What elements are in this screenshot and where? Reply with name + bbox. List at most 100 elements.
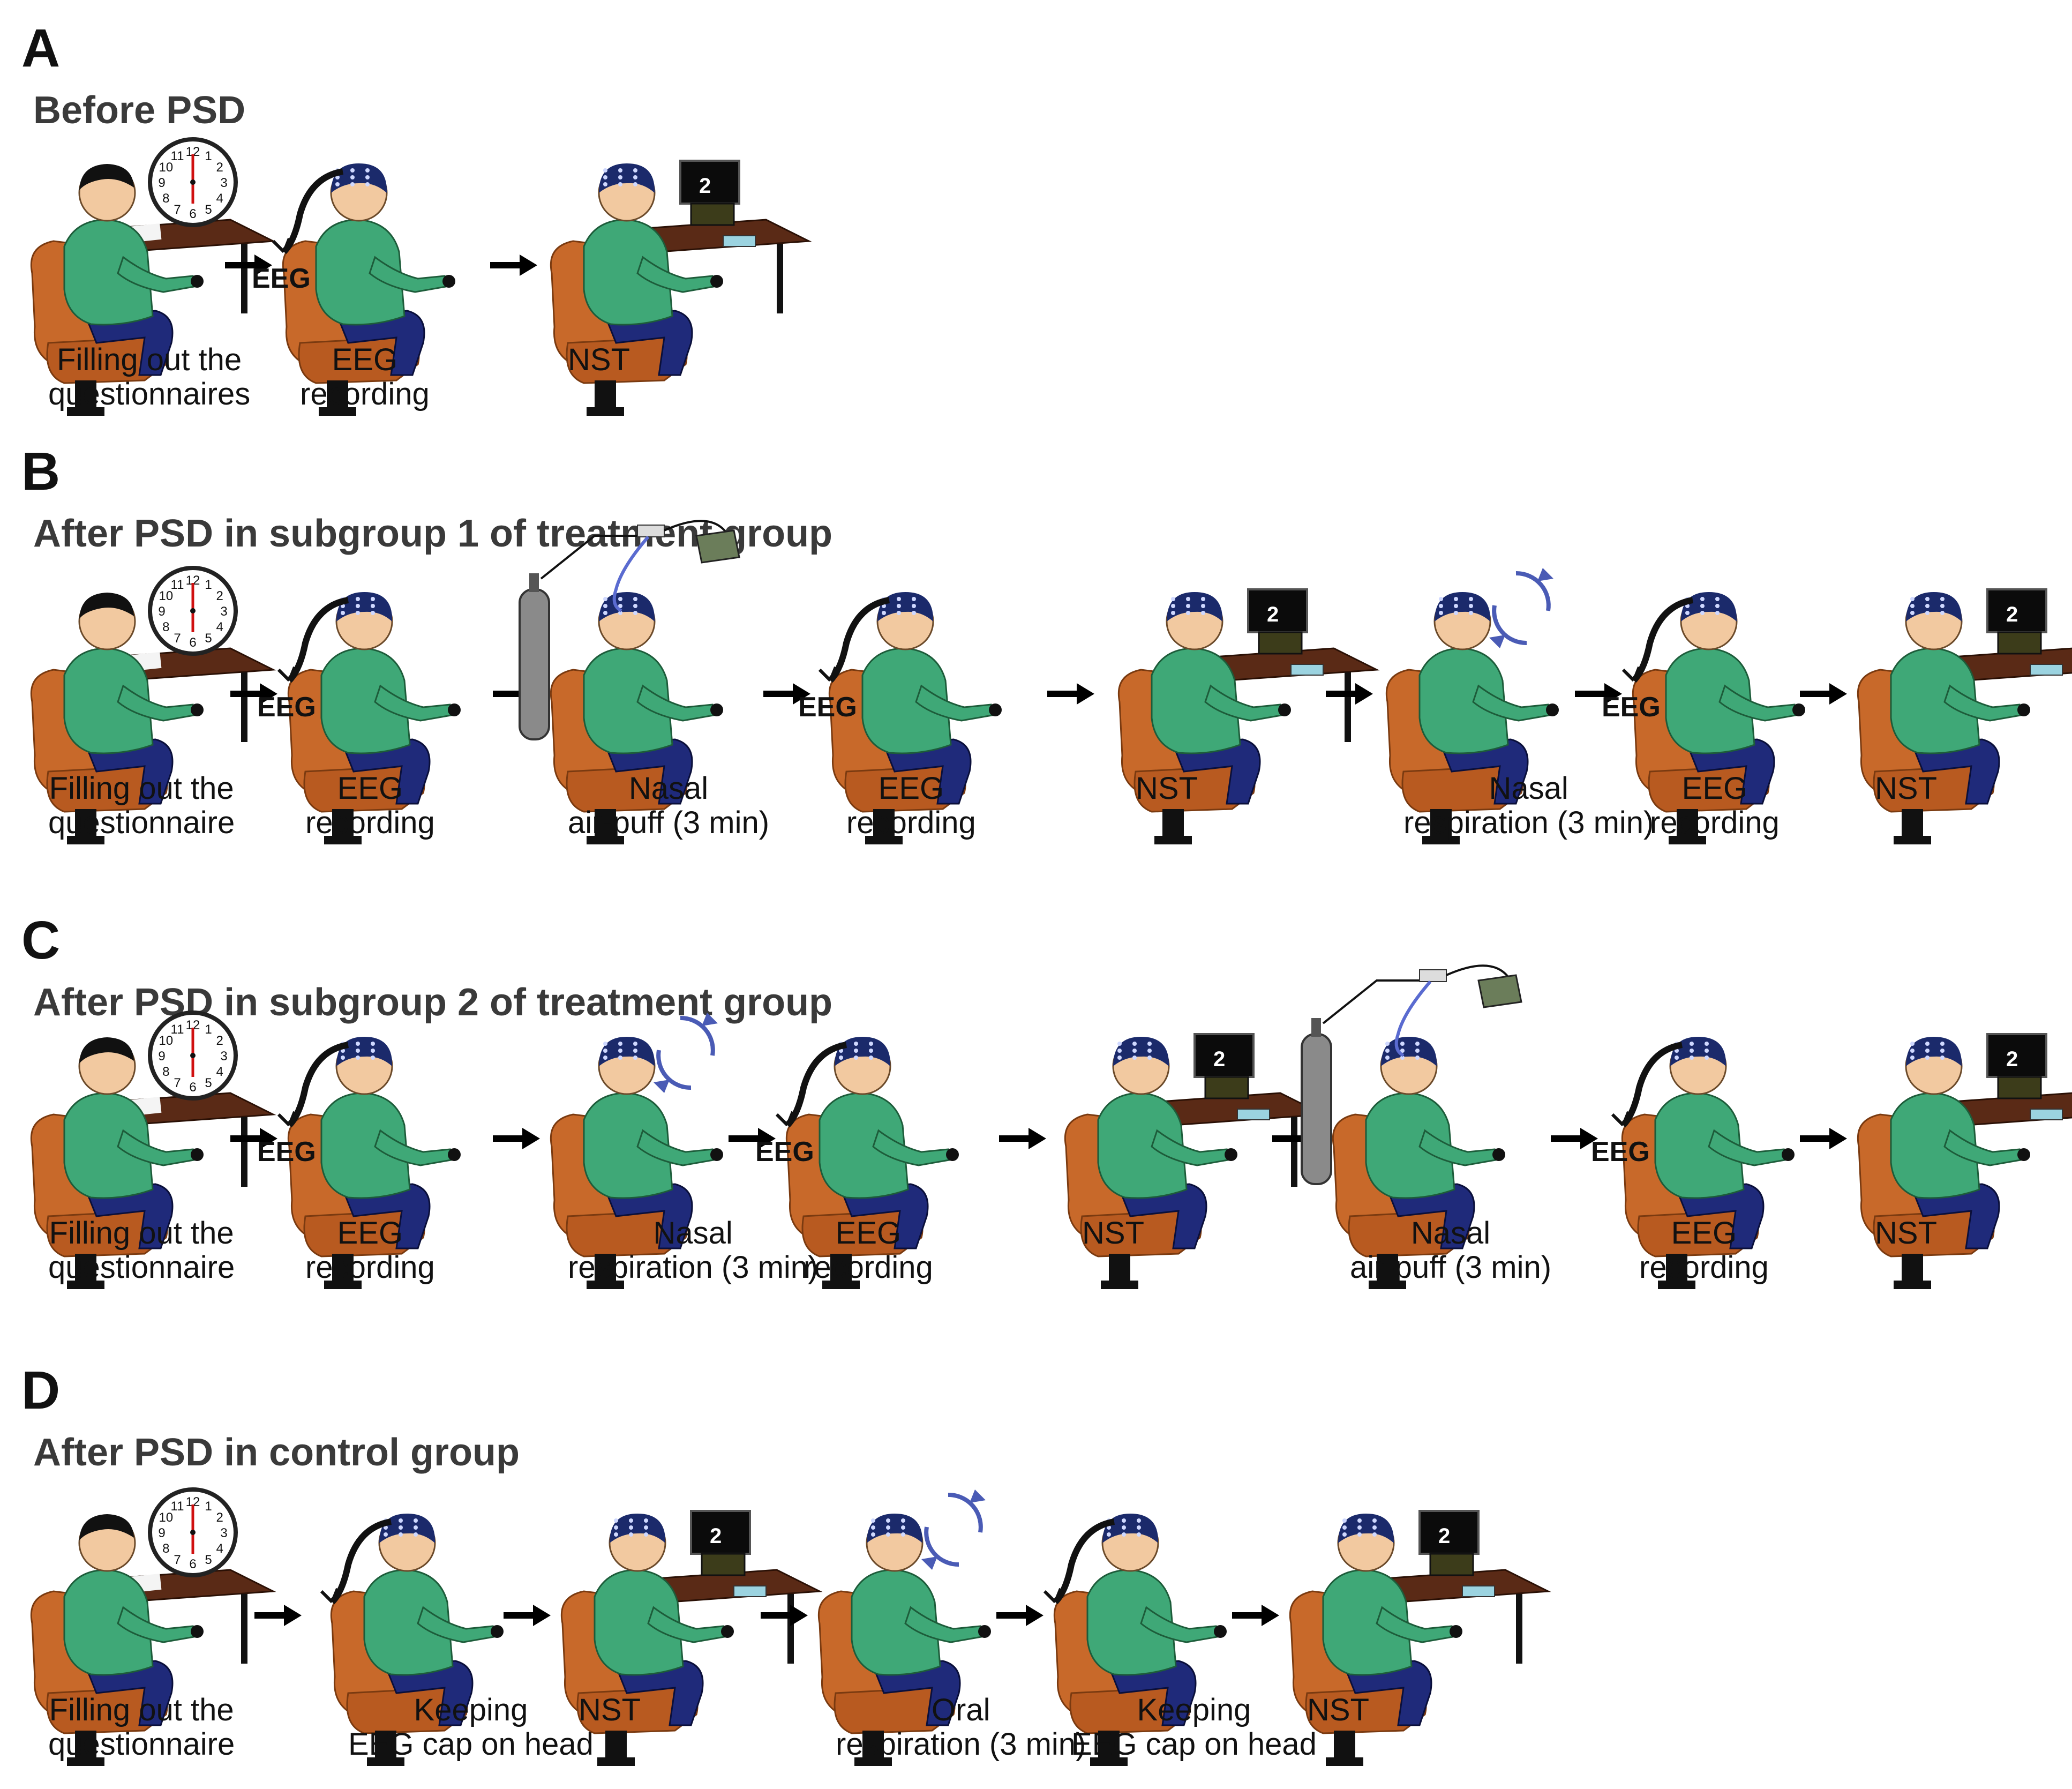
panel-letter: D xyxy=(21,1360,61,1420)
nst-illustration: 2 xyxy=(1857,588,2072,844)
caption-line: questionnaires xyxy=(48,377,251,411)
panel-letter: C xyxy=(21,910,61,970)
cap-illustration xyxy=(1043,1514,1227,1766)
flow-arrow xyxy=(1575,680,1623,707)
panel-title: Before PSD xyxy=(33,89,246,132)
caption-line: NST xyxy=(1875,1216,1937,1251)
svg-text:2: 2 xyxy=(710,1524,722,1548)
caption-line: respiration (3 min) xyxy=(836,1727,1086,1762)
step-caption: NST xyxy=(1875,772,1937,806)
clock-number: 7 xyxy=(174,203,181,217)
respiration-illustration xyxy=(1385,568,1559,844)
nst-illustration: 2 xyxy=(1064,1033,1326,1289)
caption-line: air-puff (3 min) xyxy=(1350,1250,1552,1285)
clock-number: 9 xyxy=(158,1526,165,1540)
caption-line: NST xyxy=(1082,1216,1144,1251)
eeg-illustration xyxy=(277,1037,461,1289)
caption-line: EEG xyxy=(337,1216,403,1251)
step-caption: NST xyxy=(568,343,630,377)
flow-arrow xyxy=(254,1602,303,1629)
flow-arrow xyxy=(763,680,812,707)
clock-number: 3 xyxy=(220,604,227,619)
clock-number: 8 xyxy=(162,620,169,634)
flow-arrow xyxy=(1800,680,1848,707)
caption-line: recording xyxy=(305,1250,435,1285)
clock-number: 5 xyxy=(205,203,212,217)
clock-number: 6 xyxy=(189,1557,196,1571)
airpuff-illustration xyxy=(519,520,740,844)
caption-line: Keeping xyxy=(414,1693,528,1727)
svg-text:2: 2 xyxy=(2006,603,2018,626)
eeg-electrode-label: EEG xyxy=(257,692,316,723)
flow-arrow xyxy=(1326,680,1374,707)
caption-line: Nasal xyxy=(653,1216,733,1251)
flow-arrow xyxy=(504,1602,552,1629)
clock-number: 7 xyxy=(174,1076,181,1090)
caption-line: air-puff (3 min) xyxy=(568,805,770,840)
clock-number: 11 xyxy=(171,1022,184,1037)
eeg-electrode-label: EEG xyxy=(798,692,857,723)
caption-line: Filling out the xyxy=(49,771,234,806)
flow-arrow xyxy=(1551,1125,1599,1152)
clock-number: 6 xyxy=(189,1080,196,1095)
caption-line: NST xyxy=(1136,771,1198,806)
svg-text:2: 2 xyxy=(2006,1047,2018,1071)
nst-illustration: 2 xyxy=(1289,1510,1551,1766)
flow-arrow xyxy=(493,1125,541,1152)
step-caption: NST xyxy=(1307,1693,1369,1727)
flow-arrow xyxy=(996,1602,1045,1629)
panel-title: After PSD in subgroup 2 of treatment gro… xyxy=(33,981,833,1024)
clock-number: 11 xyxy=(171,149,184,163)
clock-number: 3 xyxy=(220,176,227,190)
caption-line: EEG xyxy=(1671,1216,1737,1251)
step-caption: NST xyxy=(1082,1216,1144,1251)
eeg-illustration xyxy=(1621,592,1805,844)
svg-text:2: 2 xyxy=(1438,1524,1450,1548)
clock-number: 9 xyxy=(158,604,165,619)
caption-line: NST xyxy=(568,342,630,377)
flow-arrow xyxy=(761,1602,809,1629)
clock-number: 4 xyxy=(216,1541,223,1556)
caption-line: questionnaire xyxy=(48,1250,235,1285)
caption-line: NST xyxy=(1875,771,1937,806)
respiration-illustration xyxy=(817,1489,991,1766)
clock-number: 10 xyxy=(159,1510,173,1525)
eeg-electrode-label: EEG xyxy=(1591,1136,1650,1167)
eeg-electrode-label: EEG xyxy=(1602,692,1661,723)
clock-number: 2 xyxy=(216,1034,223,1048)
flow-arrow xyxy=(1047,680,1095,707)
caption-line: EEG cap on head xyxy=(348,1727,594,1762)
clock-number: 2 xyxy=(216,160,223,175)
caption-line: respiration (3 min) xyxy=(1403,805,1654,840)
caption-line: Keeping xyxy=(1137,1693,1251,1727)
caption-line: EEG cap on head xyxy=(1071,1727,1317,1762)
nst-illustration: 2 xyxy=(1857,1033,2072,1289)
clock-number: 10 xyxy=(159,1034,173,1048)
flow-arrow xyxy=(230,1125,279,1152)
caption-line: Nasal xyxy=(1410,1216,1491,1251)
clock-number: 4 xyxy=(216,620,223,634)
flow-arrow xyxy=(729,1125,777,1152)
caption-line: NST xyxy=(1307,1693,1369,1727)
